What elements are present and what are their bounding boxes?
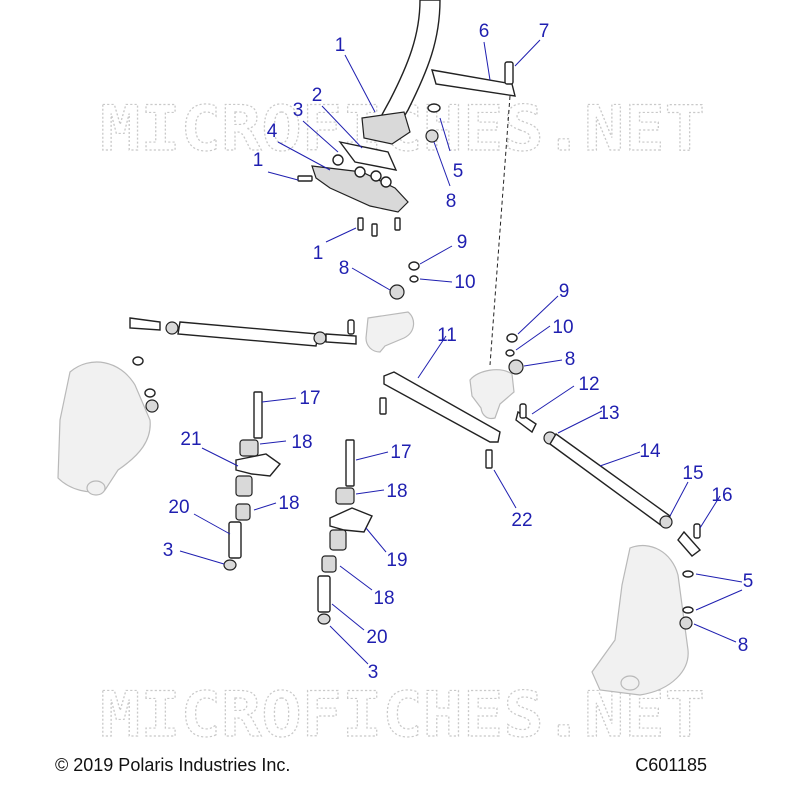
callout-3-left: 3 [163, 540, 174, 561]
callout-19: 19 [386, 550, 407, 571]
leader-lines [179, 39, 743, 665]
callout-6: 6 [479, 21, 490, 42]
steering-shaft [361, 0, 441, 145]
callout-22: 22 [511, 510, 532, 531]
right-idler-stack [317, 439, 373, 625]
callout-9-upper: 9 [457, 232, 468, 253]
callout-17-left: 17 [299, 388, 320, 409]
upper-bracket-ghost [365, 311, 415, 353]
callout-8-upper: 8 [446, 191, 457, 212]
left-tie-rod [129, 317, 357, 347]
callout-8-mid: 8 [339, 258, 350, 279]
callout-13: 13 [598, 403, 619, 424]
left-idler-stack [223, 391, 282, 571]
callout-18-left-lower: 18 [278, 493, 299, 514]
callout-20-left: 20 [168, 497, 189, 518]
callout-5-upper: 5 [453, 161, 464, 182]
callout-1-lower: 1 [313, 243, 324, 264]
pitman-arm [425, 61, 516, 143]
left-spindle-ghost [57, 361, 151, 496]
bolts-upper [297, 175, 401, 237]
mount-plate [338, 140, 398, 171]
steering-bracket [311, 154, 409, 213]
callout-8-right: 8 [565, 349, 576, 370]
callout-12: 12 [578, 374, 599, 395]
callout-3-right: 3 [368, 662, 379, 683]
copyright-text: © 2019 Polaris Industries Inc. [55, 755, 290, 775]
callout-14: 14 [639, 441, 661, 462]
callout-8-right-lower: 8 [738, 635, 749, 656]
callout-11: 11 [437, 325, 457, 346]
right-tie-rod [515, 403, 702, 557]
drag-link [379, 371, 501, 469]
figure-code: C601185 [635, 755, 707, 775]
callout-7: 7 [539, 21, 550, 42]
callout-10-right: 10 [552, 317, 573, 338]
callout-4: 4 [267, 121, 278, 142]
callout-5-right: 5 [743, 571, 754, 592]
callout-18-right-upper: 18 [386, 481, 407, 502]
callout-numbers: 1 2 3 4 1 1 6 7 5 8 9 8 10 9 10 8 11 12 … [163, 21, 754, 683]
callout-2: 2 [312, 85, 323, 106]
callout-20-right: 20 [366, 627, 387, 648]
callout-18-left-upper: 18 [291, 432, 312, 453]
right-spindle-ghost [591, 544, 689, 696]
steering-arm-ghost [469, 369, 515, 420]
callout-1-bolt: 1 [253, 150, 264, 171]
hardware-nuts [132, 261, 694, 630]
callout-1-column: 1 [335, 35, 346, 56]
assembly-dashed-line [489, 95, 511, 366]
callout-21: 21 [180, 429, 201, 450]
callout-16: 16 [711, 485, 732, 506]
callout-17-right: 17 [390, 442, 411, 463]
callout-3-upper: 3 [293, 100, 304, 121]
callout-18-right-lower: 18 [373, 588, 394, 609]
callout-10-upper: 10 [454, 272, 475, 293]
callout-9-right: 9 [559, 281, 570, 302]
callout-15: 15 [682, 463, 703, 484]
